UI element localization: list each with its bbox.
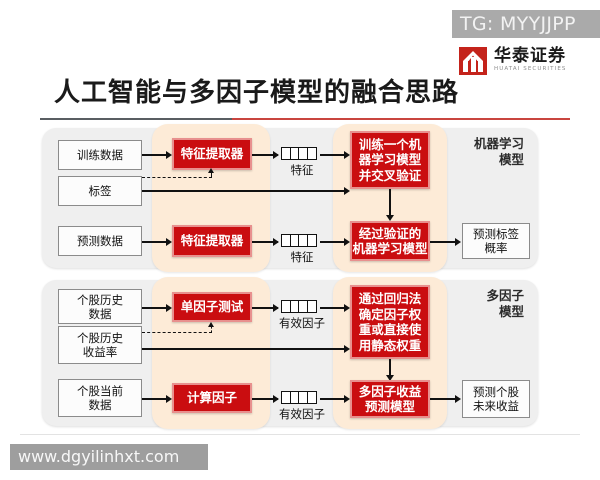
output-predicted-stock-future-return: 预测个股 未来收益 [462, 380, 530, 418]
vector-valid-factor-current [281, 391, 318, 404]
output-predicted-label-probability: 预测标签 概率 [462, 223, 530, 259]
link-features-to-validated [320, 241, 347, 243]
dashed-return-to-singlefactor [142, 332, 212, 333]
process-multi-factor-return-model: 多因子收益 预测模型 [350, 380, 430, 418]
arrow-features-to-validated [344, 237, 350, 246]
vector-label-feature-predict: 特征 [290, 250, 314, 264]
link-extractor-to-features-train [252, 154, 278, 156]
arrow-vector-to-regression [344, 303, 350, 312]
arrow-computefactor-to-vector [273, 394, 279, 403]
page-title: 人工智能与多因子模型的融合思路 [54, 78, 460, 108]
arrow-return-to-regression [344, 344, 350, 353]
arrow-history-to-singlefactor [166, 303, 172, 312]
arrow-vector-to-returnmodel [344, 394, 350, 403]
link-current-to-computefactor [142, 398, 168, 400]
vector-label-valid-factor-current: 有效因子 [279, 407, 325, 421]
arrow-validated-to-output [455, 237, 461, 246]
arrow-extractor-to-features-train [273, 150, 279, 159]
input-training-data: 训练数据 [58, 140, 142, 170]
panel-label-multi-factor: 多因子 模型 [486, 288, 524, 319]
arrow-labels-to-extractor [208, 168, 214, 173]
input-prediction-data: 预测数据 [58, 226, 142, 256]
arrow-prediction-to-extractor [166, 237, 172, 246]
input-stock-current-data: 个股当前 数据 [58, 379, 142, 417]
link-vector-to-regression [320, 307, 347, 309]
process-compute-factor: 计算因子 [172, 383, 252, 413]
arrow-regression-to-returnmodel [386, 375, 394, 381]
arrow-current-to-computefactor [166, 394, 172, 403]
arrow-features-to-trainmodel [344, 150, 350, 159]
arrow-returnmodel-to-output [455, 394, 461, 403]
huatai-mark-icon [459, 47, 487, 75]
arrow-training-to-extractor [166, 150, 172, 159]
arrow-labels-to-trainmodel [344, 186, 350, 195]
huatai-logo: 华泰证券 HUATAI SECURITIES [459, 47, 567, 75]
divider-red-segment [232, 118, 570, 120]
dashed-return-riser [211, 326, 212, 333]
link-vector-to-returnmodel [320, 398, 347, 400]
vector-feature-predict [281, 234, 318, 247]
input-stock-history-return: 个股历史 收益率 [58, 326, 142, 364]
arrow-singlefactor-to-vector [273, 303, 279, 312]
tg-handle-tag: TG: MYYJJPP [452, 10, 600, 38]
diagram-canvas: 机器学习 模型 多因子 模型 训练数据 特征提取器 特征 训练一个机 器学习模型… [0, 122, 600, 432]
title-divider [40, 118, 570, 120]
dashed-labels-to-extractor [142, 177, 212, 178]
link-returnmodel-to-output [430, 398, 458, 400]
divider-gray-segment [40, 118, 232, 120]
link-validated-to-output [430, 241, 458, 243]
vector-valid-factor-history [281, 300, 318, 313]
link-computefactor-to-vector [252, 398, 278, 400]
link-training-to-extractor [142, 154, 168, 156]
input-stock-history-data: 个股历史 数据 [58, 289, 142, 324]
vector-label-valid-factor-history: 有效因子 [279, 316, 325, 330]
link-features-to-trainmodel [320, 154, 347, 156]
process-feature-extractor-train: 特征提取器 [172, 138, 252, 170]
link-labels-to-trainmodel [142, 190, 347, 192]
dashed-labels-riser [211, 172, 212, 178]
link-extractor-to-features-predict [252, 241, 278, 243]
link-history-to-singlefactor [142, 307, 168, 309]
link-return-to-regression [142, 348, 347, 350]
link-regression-to-returnmodel [389, 359, 391, 377]
brand-name-en: HUATAI SECURITIES [494, 66, 567, 72]
input-labels: 标签 [58, 176, 142, 206]
process-regression-weights: 通过回归法 确定因子权 重或直接使 用静态权重 [350, 285, 430, 359]
link-trainmodel-to-validated [389, 189, 391, 217]
site-watermark: www.dgyilinhxt.com [10, 444, 208, 470]
arrow-return-to-singlefactor [208, 322, 214, 327]
footer-divider [20, 434, 580, 435]
arrow-trainmodel-to-validated [386, 215, 394, 221]
process-feature-extractor-predict: 特征提取器 [172, 225, 252, 257]
link-singlefactor-to-vector [252, 307, 278, 309]
link-prediction-to-extractor [142, 241, 168, 243]
process-single-factor-test: 单因子测试 [172, 292, 252, 322]
process-train-model-cv: 训练一个机 器学习模型 并交叉验证 [350, 131, 430, 189]
vector-feature-train [281, 147, 318, 160]
vector-label-feature-train: 特征 [290, 163, 314, 177]
panel-label-machine-learning: 机器学习 模型 [473, 136, 524, 167]
process-validated-model: 经过验证的 机器学习模型 [350, 221, 430, 261]
brand-name-cn: 华泰证券 [494, 46, 566, 66]
arrow-extractor-to-features-predict [273, 237, 279, 246]
